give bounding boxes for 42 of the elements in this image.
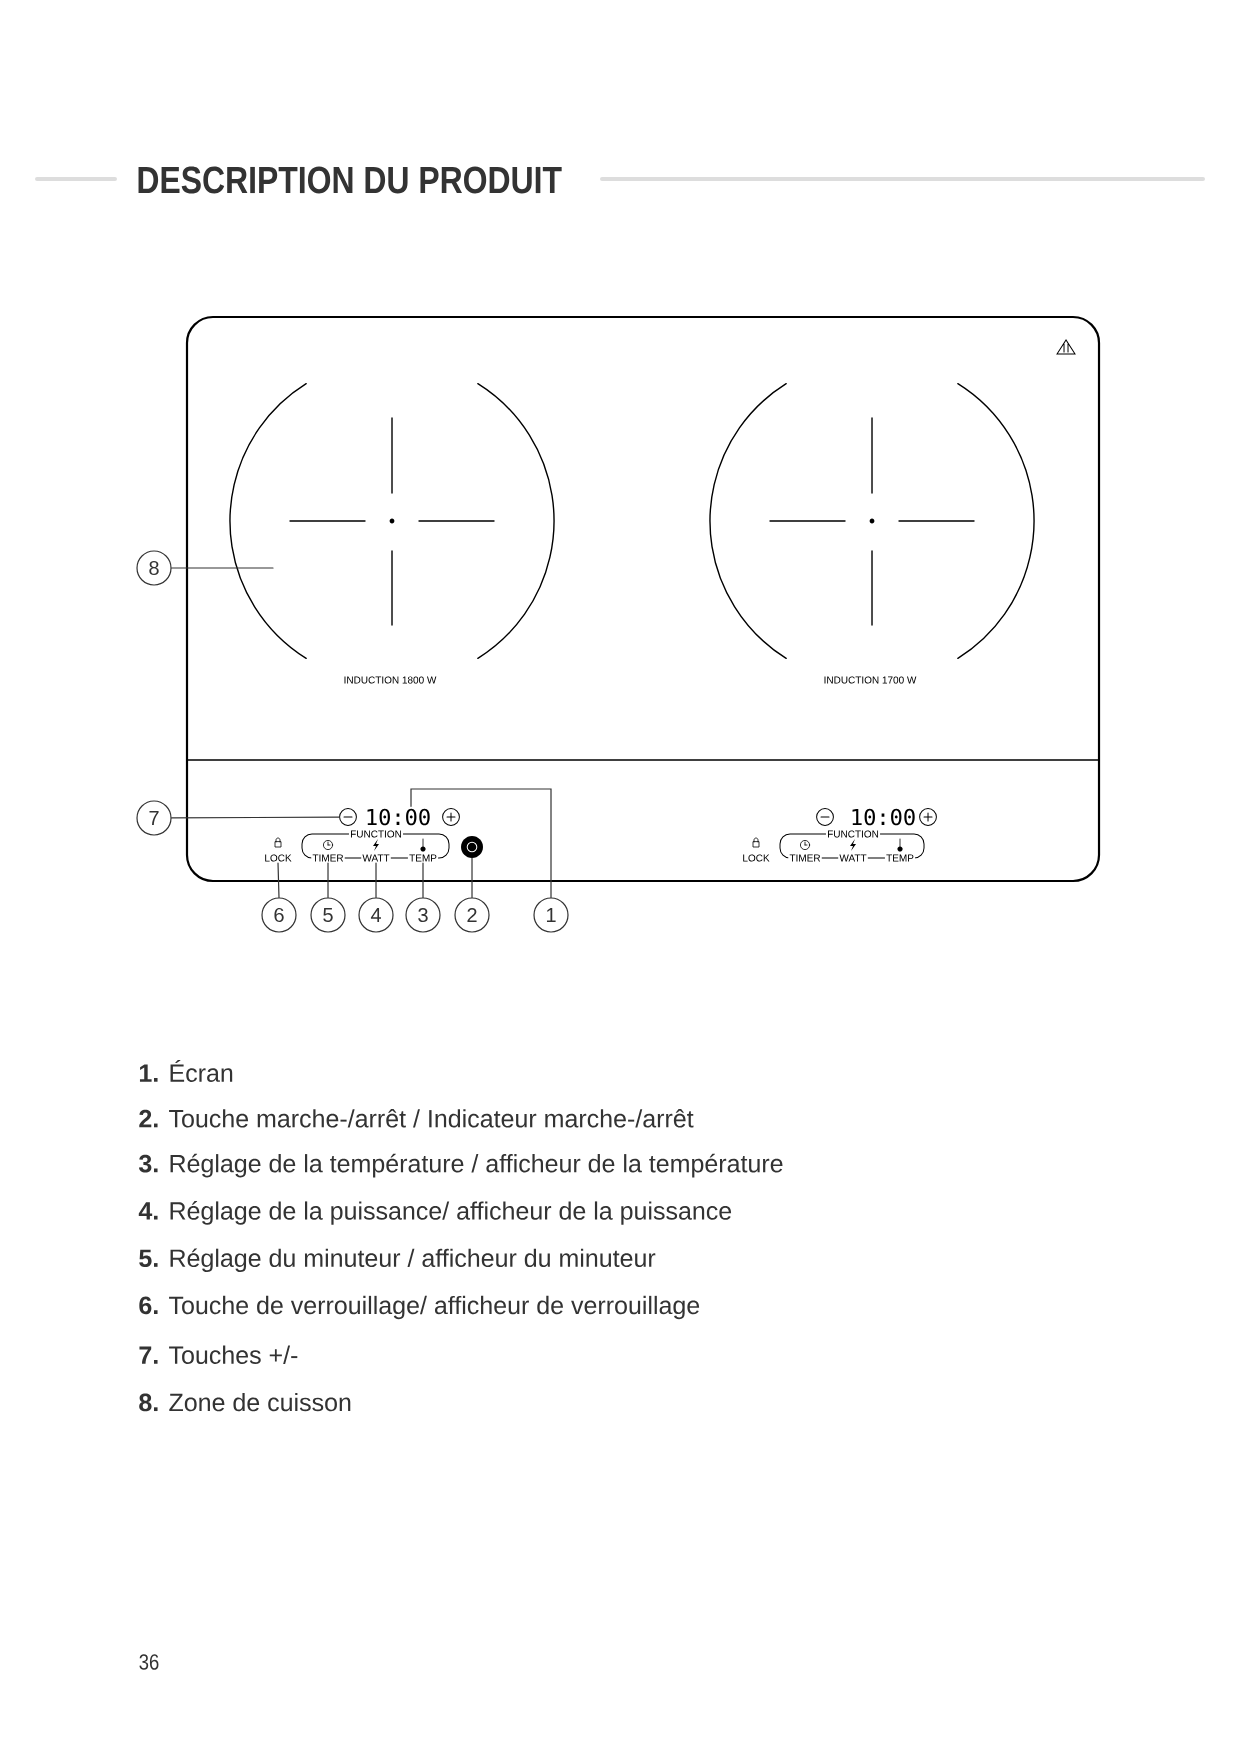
list-item: 3. Réglage de la température / afficheur de la température <box>138 1153 783 1178</box>
leader-line <box>422 862 424 898</box>
callout-number: 2 <box>454 897 490 933</box>
key-label: TEMP <box>407 853 439 863</box>
page-number: 36 <box>139 1654 159 1670</box>
leader-line <box>327 862 329 898</box>
power-button <box>461 836 483 858</box>
callout-number: 1 <box>533 897 569 933</box>
timer-display: 10:00 <box>852 808 915 826</box>
minus-button <box>339 808 357 826</box>
burner-label: LOCK <box>743 854 770 862</box>
burner-label: INDUCTION 1700 W <box>824 676 917 684</box>
list-item: 6. Touche de verrouillage/ afficheur de verrouillage <box>139 1295 700 1320</box>
title: DESCRIPTION DU PRODUIT <box>138 166 562 194</box>
list-item: 4. Réglage de la puissance/ afficheur de la puissance <box>138 1201 732 1225</box>
timer-display: 10:00 <box>367 808 430 826</box>
list-item: 2. Touche marche-/arrêt / Indicateur marche-/arrêt <box>139 1109 694 1128</box>
key-label: TIMER <box>311 853 345 863</box>
key-label: WATT <box>361 853 391 863</box>
list-item: 7. Touches +/- <box>139 1345 298 1364</box>
leader-line <box>471 857 473 898</box>
key-label: FUNCTION <box>349 829 404 839</box>
leader-line <box>171 816 340 819</box>
callout-number: 5 <box>310 897 346 933</box>
key-label: FUNCTION <box>826 829 881 839</box>
leader-line <box>410 788 552 898</box>
callout-number: 8 <box>136 550 172 586</box>
list-item: 1. Écran <box>139 1060 233 1082</box>
key-label: TIMER <box>788 853 822 863</box>
callout-number: 7 <box>136 800 172 836</box>
leader-line <box>375 862 377 898</box>
list-item: 5. Réglage du minuteur / afficheur du minuteur <box>139 1248 656 1272</box>
leader-line <box>277 862 280 898</box>
list-item: 8. Zone de cuisson <box>139 1392 351 1412</box>
key-label: LOCK <box>265 854 292 862</box>
callout-number: 6 <box>261 897 297 933</box>
key-label: WATT <box>838 853 868 863</box>
burner-label: INDUCTION 1800 W <box>344 676 437 684</box>
callout-number: 4 <box>358 897 394 933</box>
callout-number: 3 <box>405 897 441 933</box>
key-label: TEMP <box>884 853 916 863</box>
leader-line <box>171 567 274 569</box>
